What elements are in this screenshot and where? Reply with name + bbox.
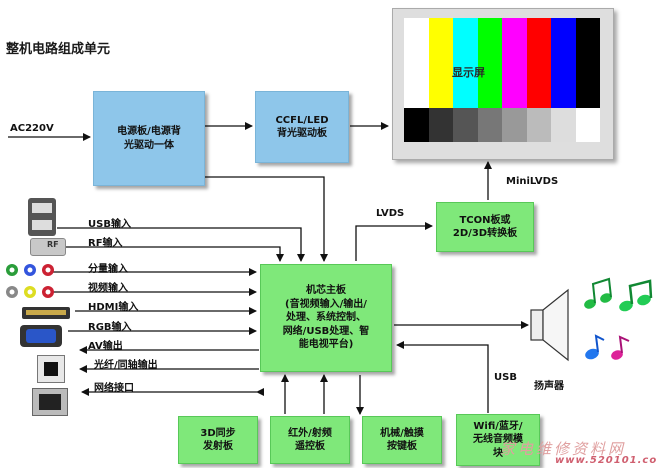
- color-bar-top-6: [526, 18, 551, 108]
- color-bar-top-2: [428, 18, 453, 108]
- ir-remote-box: 红外/射频 遥控板: [270, 416, 350, 464]
- lvds-line: [355, 222, 433, 261]
- main-line-4: 网络/USB处理、智: [282, 325, 370, 337]
- key-line-2: 按键板: [387, 441, 417, 452]
- optical-out-label: 光纤/同轴输出: [94, 360, 158, 371]
- ir-line-1: 红外/射频: [288, 427, 332, 439]
- page-title: 整机电路组成单元: [6, 42, 111, 57]
- color-bars-top: [404, 18, 600, 108]
- display-screen: 显示屏: [404, 18, 600, 142]
- color-bar-top-5: [502, 18, 527, 108]
- sync-line-2: 发射板: [202, 441, 233, 452]
- optical-port-icon: [37, 355, 65, 383]
- color-bar-top-4: [477, 18, 502, 108]
- color-bar-bottom-7: [551, 108, 576, 142]
- speaker-label: 扬声器: [534, 381, 564, 392]
- usb-port-icon: [28, 198, 56, 236]
- main-line-3: 处理、系统控制、: [285, 312, 366, 324]
- rgb-in-label: RGB输入: [88, 322, 132, 333]
- speaker-icon: [530, 288, 569, 362]
- display-label: 显示屏: [452, 66, 485, 79]
- usb-link-label: USB: [494, 372, 517, 383]
- wifi-line: [396, 341, 489, 413]
- color-bar-bottom-8: [575, 108, 600, 142]
- color-bar-top-3: [453, 18, 478, 108]
- backlight-line-1: CCFL/LED: [275, 114, 329, 126]
- main-line-1: 机芯主板: [305, 285, 346, 297]
- sync-line-1: 3D同步: [200, 427, 236, 439]
- rf-in-label: RF输入: [88, 238, 123, 249]
- rf-port-icon: RF: [30, 238, 66, 256]
- color-bar-bottom-6: [526, 108, 551, 142]
- av-out-label: AV输出: [88, 341, 123, 352]
- usb-in-line: [57, 227, 305, 262]
- power-line-2: 光驱动一体: [124, 139, 174, 151]
- ac-label: AC220V: [10, 123, 54, 134]
- wifi-line-1: Wifi/蓝牙/: [473, 420, 523, 432]
- watermark: 家电维修资料网: [500, 440, 627, 458]
- color-bar-top-7: [551, 18, 576, 108]
- tcon-board-box: TCON板或 2D/3D转换板: [436, 202, 534, 252]
- power-to-main-line: [205, 176, 328, 262]
- vga-port-icon: [20, 325, 62, 347]
- ir-line-2: 遥控板: [295, 441, 325, 452]
- wifi-line-2: 无线音频模: [473, 434, 523, 446]
- color-bar-top-1: [404, 18, 429, 108]
- usb-in-label: USB输入: [88, 219, 131, 230]
- power-board-box: 电源板/电源背 光驱动一体: [93, 91, 205, 186]
- backlight-line-2: 背光驱动板: [276, 128, 327, 139]
- wifi-module-box: Wifi/蓝牙/ 无线音频模 块: [456, 414, 540, 466]
- key-board-box: 机械/触摸 按键板: [362, 416, 442, 464]
- color-bar-top-8: [575, 18, 600, 108]
- color-bar-bottom-4: [477, 108, 502, 142]
- main-board-box: 机芯主板 (音视频输入/输出/ 处理、系统控制、 网络/USB处理、智 能电视平…: [260, 264, 392, 372]
- component-in-label: 分量输入: [88, 264, 128, 275]
- color-bar-bottom-5: [502, 108, 527, 142]
- color-bar-bottom-1: [404, 108, 429, 142]
- backlight-driver-box: CCFL/LED 背光驱动板: [255, 91, 349, 163]
- tcon-line-2: 2D/3D转换板: [452, 228, 518, 239]
- rca-jacks-icon: [6, 264, 54, 298]
- network-label: 网络接口: [94, 383, 134, 394]
- network-port-icon: [32, 388, 68, 416]
- power-line-1: 电源板/电源背: [117, 126, 181, 137]
- wifi-line-3: 块: [493, 447, 503, 459]
- color-bar-bottom-2: [428, 108, 453, 142]
- hdmi-port-icon: [22, 307, 70, 319]
- rf-badge: RF: [47, 240, 59, 249]
- watermark-url: www.520101.com: [555, 455, 656, 466]
- tcon-line-1: TCON板或: [459, 214, 511, 226]
- main-line-5: 能电视平台): [298, 339, 354, 351]
- main-line-2: (音视频输入/输出/: [285, 298, 367, 310]
- music-notes-icon: [584, 277, 653, 360]
- 3d-sync-box: 3D同步 发射板: [178, 416, 258, 464]
- lvds-label: LVDS: [376, 208, 405, 219]
- rf-in-line: [65, 246, 284, 262]
- hdmi-in-label: HDMI输入: [88, 302, 139, 313]
- video-in-label: 视频输入: [88, 283, 128, 294]
- color-bars-bottom: [404, 108, 600, 142]
- minilvds-label: MiniLVDS: [506, 176, 559, 187]
- color-bar-bottom-3: [453, 108, 478, 142]
- key-line-1: 机械/触摸: [380, 427, 424, 439]
